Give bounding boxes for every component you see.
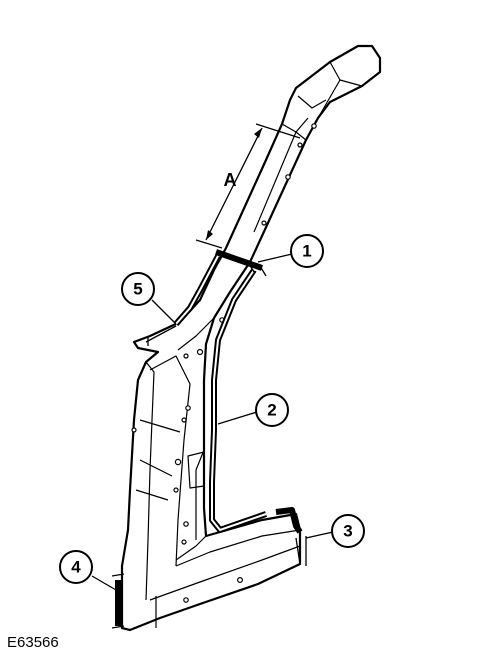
callout-2-label: 2 [267, 401, 276, 420]
callout-4: 4 [59, 550, 117, 591]
callout-5-label: 5 [133, 280, 142, 299]
callout-4-label: 4 [71, 558, 81, 577]
callout-1-label: 1 [302, 242, 311, 261]
dimension-a-label: A [224, 170, 237, 190]
seam-lines [115, 249, 303, 626]
seam-1 [215, 249, 263, 271]
callout-2: 2 [217, 393, 289, 427]
callout-5: 5 [121, 272, 177, 325]
figure-id: E63566 [7, 634, 59, 651]
pillar-holes [131, 123, 317, 603]
seam-3 [275, 507, 303, 534]
callout-1: 1 [257, 234, 324, 268]
callout-3: 3 [305, 514, 365, 548]
section-markers [111, 261, 307, 629]
callout-3-label: 3 [343, 522, 352, 541]
dimension-a: A [195, 123, 301, 249]
pillar-body [120, 44, 382, 632]
